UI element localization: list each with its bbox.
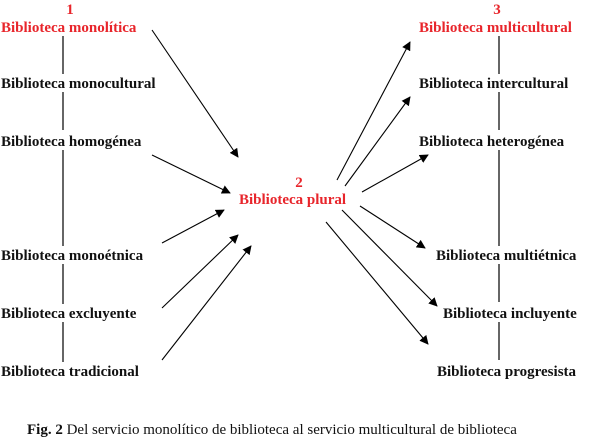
arrow-plural-to-heterogenea [361, 154, 429, 193]
left-item: Biblioteca excluyente [1, 306, 137, 322]
arrow-monolitica-to-plural [151, 29, 239, 158]
arrow-excluyente-to-plural [161, 234, 239, 309]
right-number: 3 [493, 2, 501, 18]
left-title: Biblioteca monolítica [1, 20, 137, 36]
right-item: Biblioteca multiétnica [436, 248, 577, 264]
arrow-plural-to-multicultural [336, 41, 411, 181]
right-item: Biblioteca progresista [437, 364, 577, 380]
arrow-plural-to-incluyente [341, 209, 438, 307]
figure-caption: Fig. 2 Del servicio monolítico de biblio… [27, 421, 517, 438]
center-number: 2 [295, 175, 303, 191]
right-item: Biblioteca incluyente [443, 306, 577, 322]
arrow-tradicional-to-plural [161, 245, 252, 361]
caption-label: Fig. 2 [27, 422, 63, 438]
arrow-homogenea-to-plural [151, 154, 231, 194]
center-title: Biblioteca plural [239, 192, 347, 208]
right-item: Biblioteca intercultural [419, 76, 569, 92]
right-item: Biblioteca heterogénea [419, 134, 565, 150]
left-item: Biblioteca monocultural [1, 76, 156, 92]
left-number: 1 [66, 2, 74, 18]
left-item: Biblioteca tradicional [1, 364, 139, 380]
arrow-plural-to-progresista [325, 221, 429, 345]
arrow-plural-to-multietnica [359, 205, 426, 249]
left-item: Biblioteca monoétnica [1, 248, 144, 264]
caption-text: Del servicio monolítico de biblioteca al… [62, 422, 517, 438]
left-item: Biblioteca homogénea [1, 134, 142, 150]
arrow-monoetnica-to-plural [161, 209, 225, 244]
right-title: Biblioteca multicultural [419, 20, 572, 36]
arrow-plural-to-intercultural [344, 96, 411, 187]
